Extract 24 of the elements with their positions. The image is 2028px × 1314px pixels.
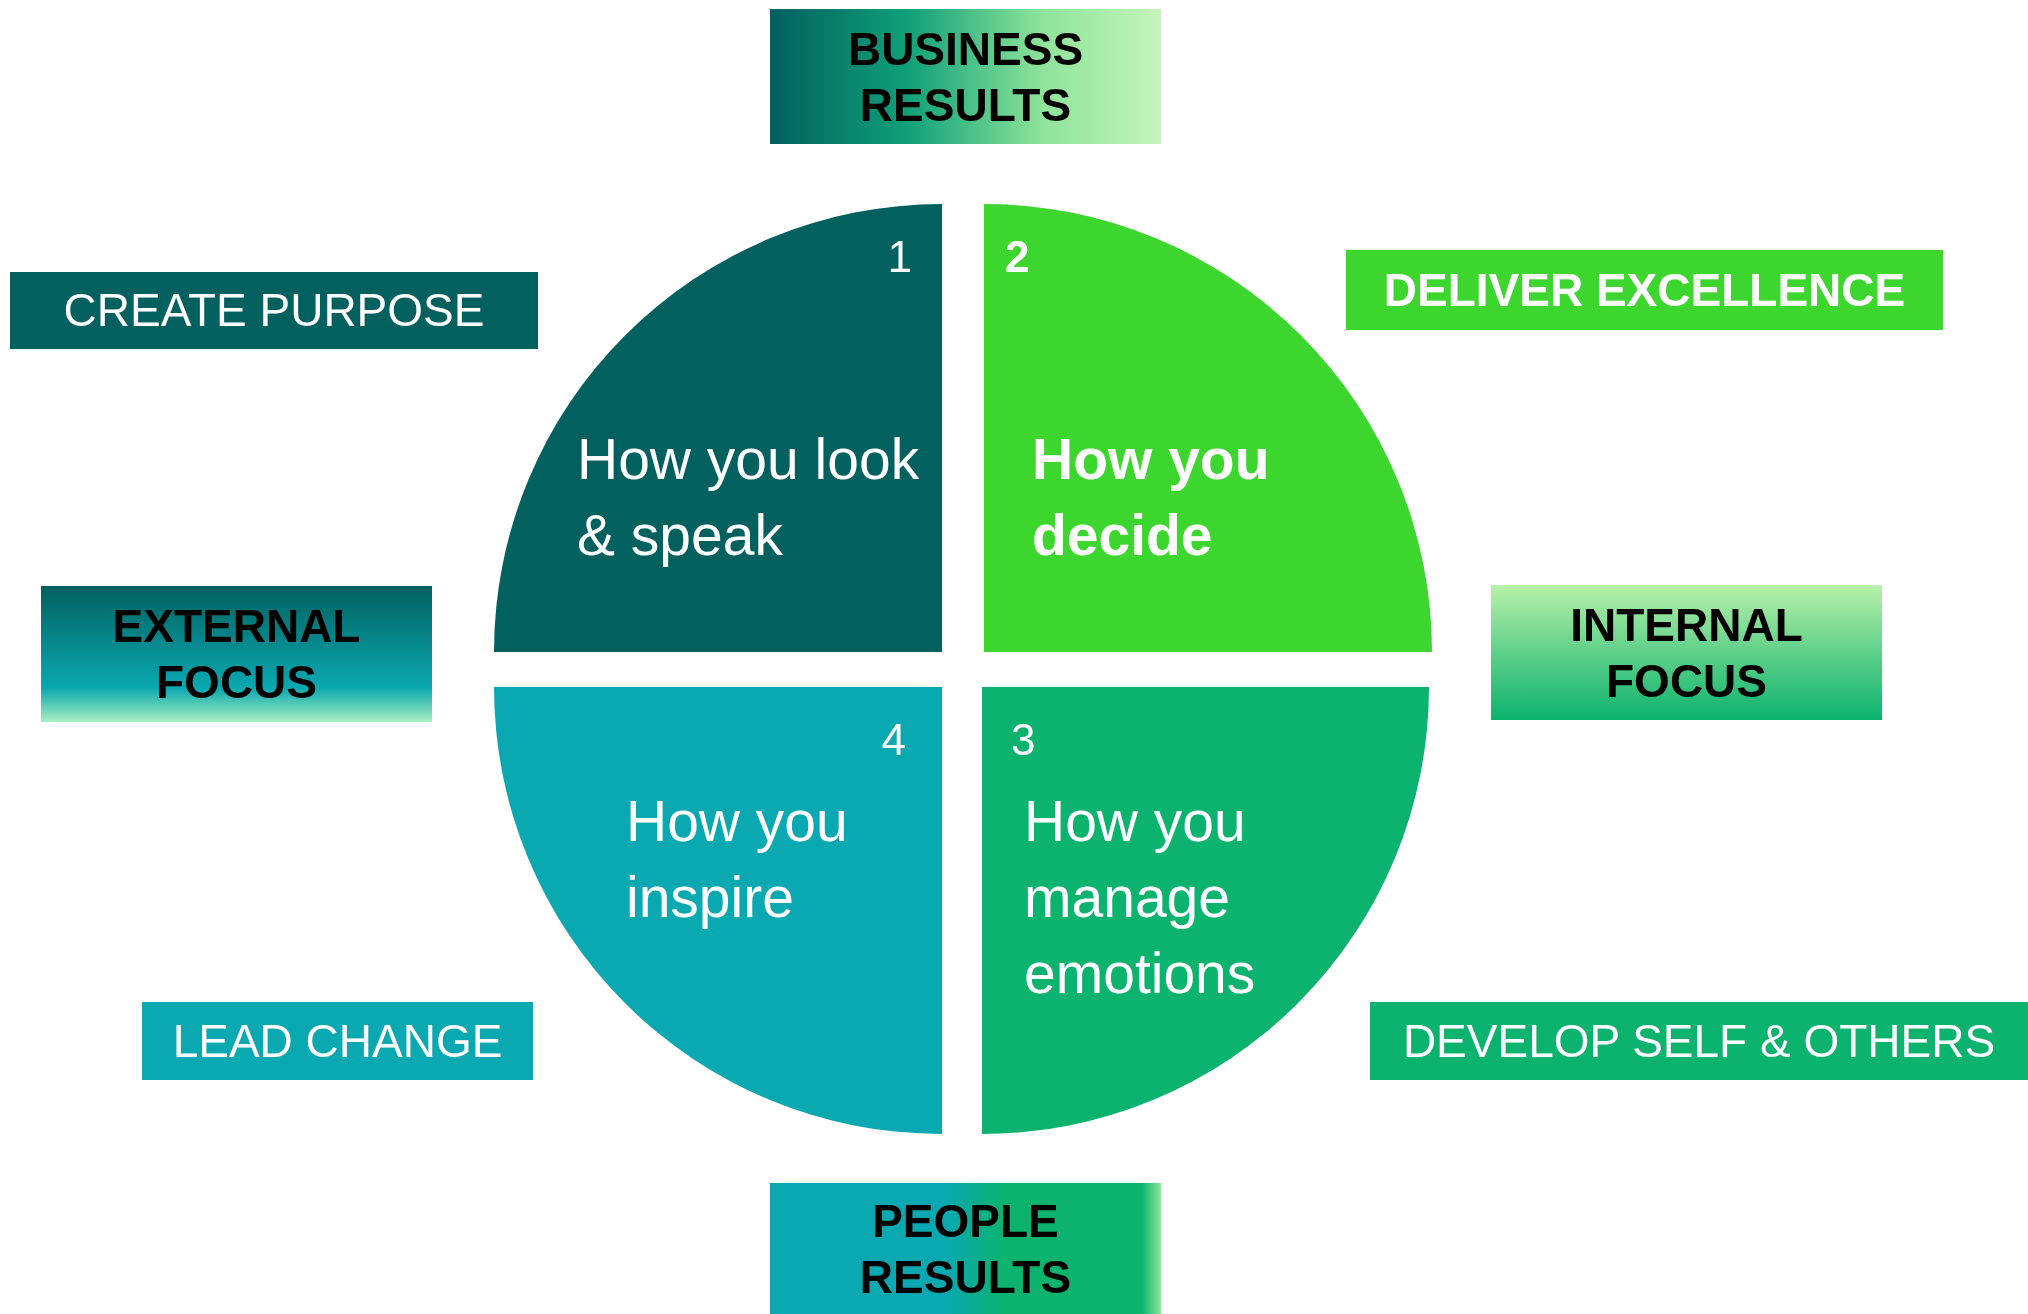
quadrant-number: 1 (887, 231, 912, 283)
label-box (10, 272, 538, 349)
label-box (142, 1002, 533, 1080)
quadrant-number: 4 (881, 714, 906, 766)
quadrant-text: How you inspire (626, 788, 849, 931)
quadrant-text: How you decide (1032, 426, 1271, 569)
label-box (770, 1183, 1161, 1314)
label-box (41, 586, 432, 722)
label-text: DELIVER EXCELLENCE (1382, 262, 1907, 318)
quadrant-text: How you look & speak (577, 426, 921, 569)
label-text: DEVELOP SELF & OTHERS (1401, 1013, 1997, 1069)
label-box (1346, 250, 1943, 330)
quadrant-text: How you manage emotions (1024, 788, 1257, 1007)
label-text: LEAD CHANGE (171, 1013, 504, 1069)
label-text: CREATE PURPOSE (62, 283, 486, 338)
label-box (1491, 585, 1882, 720)
quadrant-number: 3 (1011, 714, 1036, 766)
label-box (770, 9, 1161, 144)
quadrant-number: 2 (1005, 231, 1030, 283)
label-box (1370, 1002, 2028, 1080)
label-text: BUSINESS RESULTS (846, 21, 1085, 133)
label-text: EXTERNAL FOCUS (111, 599, 362, 710)
label-text: INTERNAL FOCUS (1569, 597, 1804, 709)
label-text: PEOPLE RESULTS (858, 1193, 1073, 1305)
